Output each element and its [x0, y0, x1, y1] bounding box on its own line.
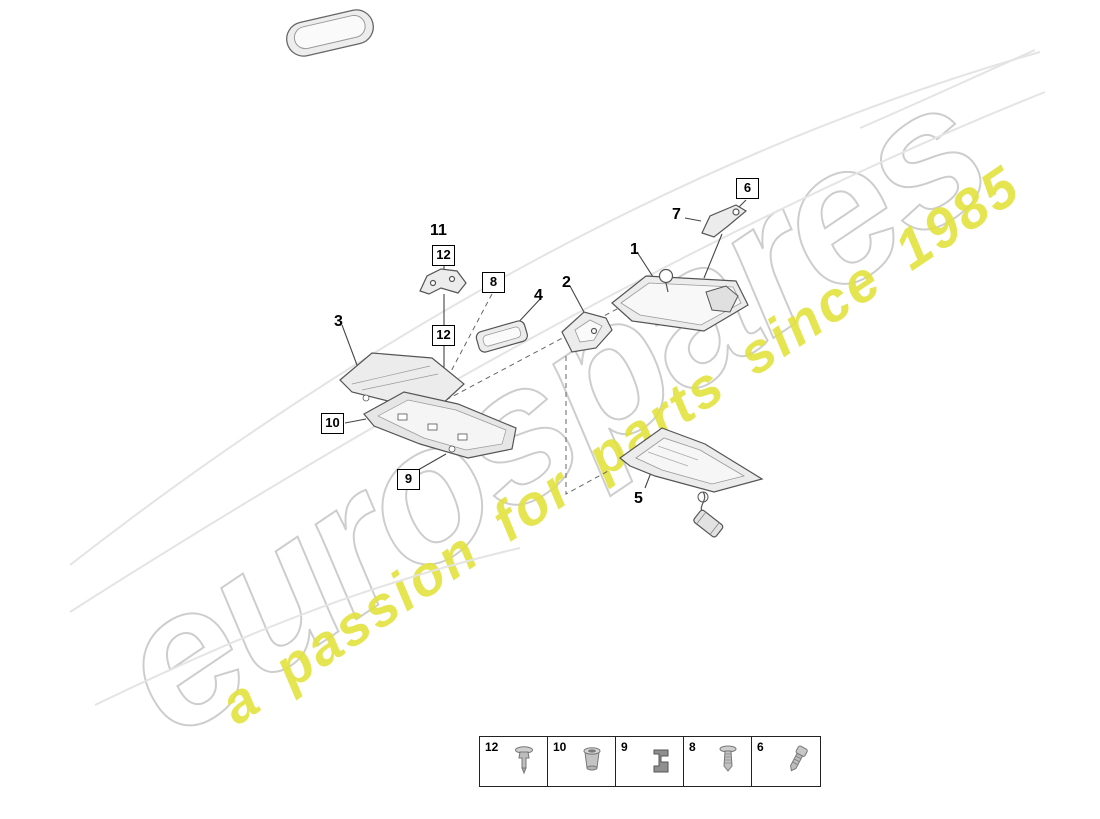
callout-fastener-8[interactable]: 8 [482, 272, 505, 293]
legend-item-10: 10 [548, 737, 616, 786]
clip-icon [653, 749, 669, 773]
diagram-artwork [69, 9, 1046, 706]
callout-fastener-10[interactable]: 10 [321, 413, 344, 434]
pan-screw-icon [790, 745, 808, 772]
lever-bracket-part [701, 204, 748, 238]
rivet-icon [515, 746, 533, 775]
rear-view-mirror-part [611, 268, 749, 332]
legend-number: 12 [485, 740, 499, 754]
cover-cap-part [286, 9, 374, 57]
bracket-part-2 [561, 311, 613, 353]
callout-part-1[interactable]: 1 [630, 241, 639, 258]
parts-diagram-page: eurospares a passion for parts since 198… [69, 9, 1046, 787]
cable-connector [693, 509, 724, 538]
fastener-legend: 12 10 9 8 [479, 736, 821, 787]
callout-fastener-9[interactable]: 9 [397, 469, 420, 490]
callout-part-11[interactable]: 11 [430, 222, 447, 239]
swoosh-curves [69, 49, 1046, 706]
callout-fastener-12-lower[interactable]: 12 [432, 325, 455, 346]
mirror-triangle-trim-part-5 [619, 427, 764, 538]
legend-item-9: 9 [616, 737, 684, 786]
legend-item-12: 12 [480, 737, 548, 786]
callout-part-2[interactable]: 2 [562, 274, 571, 291]
bracket-part-11 [419, 268, 467, 295]
legend-number: 10 [553, 740, 567, 754]
callout-part-5[interactable]: 5 [634, 490, 643, 507]
callout-part-4[interactable]: 4 [534, 287, 543, 304]
callout-fastener-6[interactable]: 6 [736, 178, 759, 199]
trim-panel-part-3 [339, 352, 517, 459]
grommet-icon [583, 747, 601, 771]
callout-fastener-12-upper[interactable]: 12 [432, 245, 455, 266]
screw-icon [719, 745, 737, 772]
legend-item-8: 8 [684, 737, 752, 786]
assembly-axes [426, 291, 650, 495]
callout-part-3[interactable]: 3 [334, 313, 343, 330]
callout-part-7[interactable]: 7 [672, 206, 681, 223]
sensor-part-4 [475, 320, 528, 353]
legend-number: 9 [621, 740, 628, 754]
legend-number: 8 [689, 740, 696, 754]
legend-item-6: 6 [752, 737, 820, 786]
legend-number: 6 [757, 740, 764, 754]
